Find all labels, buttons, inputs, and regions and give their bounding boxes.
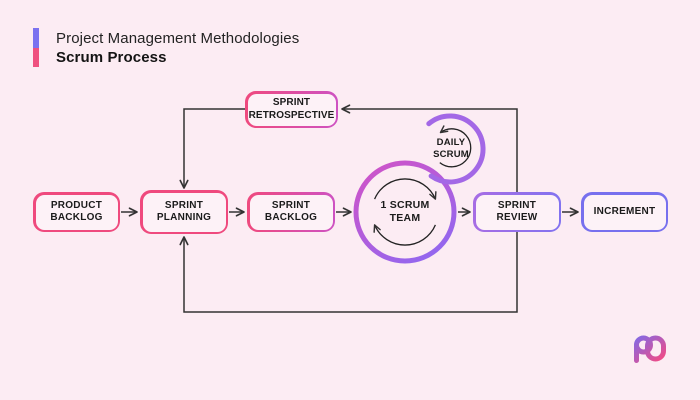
node-product-backlog: PRODUCT BACKLOG	[33, 192, 120, 232]
node-sprint-review-label: SPRINT REVIEW	[475, 194, 559, 230]
header: Project Management Methodologies Scrum P…	[33, 28, 299, 67]
scrum-team-label: 1 SCRUM TEAM	[380, 199, 430, 224]
accent-bar-bottom	[33, 47, 39, 67]
node-increment-label: INCREMENT	[583, 194, 666, 230]
node-sprint-backlog: SPRINT BACKLOG	[247, 192, 335, 232]
team-cycle-arrow-top	[374, 178, 437, 200]
scrum-team-circle	[353, 160, 457, 264]
page-title: Scrum Process	[56, 48, 167, 66]
category-label: Project Management Methodologies	[56, 29, 300, 47]
node-sprint-retrospective: SPRINT RETROSPECTIVE	[245, 91, 338, 128]
node-sprint-retrospective-label: SPRINT RETROSPECTIVE	[247, 93, 336, 126]
connector-review-to-retrospective	[341, 104, 518, 192]
accent-bar-top	[33, 28, 39, 48]
header-titles: Project Management Methodologies Scrum P…	[56, 28, 299, 67]
node-sprint-backlog-label: SPRINT BACKLOG	[249, 194, 333, 230]
daily-scrum-label: DAILY SCRUM	[433, 137, 469, 160]
node-sprint-planning: SPRINT PLANNING	[140, 190, 228, 234]
team-cycle-arrow-bottom	[373, 224, 436, 246]
node-product-backlog-label: PRODUCT BACKLOG	[35, 194, 118, 230]
daily-scrum-cycle-arrow	[439, 125, 472, 168]
daily-scrum-loop	[426, 113, 486, 185]
node-increment: INCREMENT	[581, 192, 668, 232]
brand-logo-icon	[634, 335, 666, 363]
connector-retrospective-to-planning	[179, 108, 245, 189]
daily-scrum-purple-arc	[426, 113, 486, 185]
node-sprint-review: SPRINT REVIEW	[473, 192, 561, 232]
node-sprint-planning-label: SPRINT PLANNING	[142, 192, 226, 232]
connector-review-to-planning-bottom	[179, 232, 518, 313]
accent-bar	[33, 28, 39, 67]
